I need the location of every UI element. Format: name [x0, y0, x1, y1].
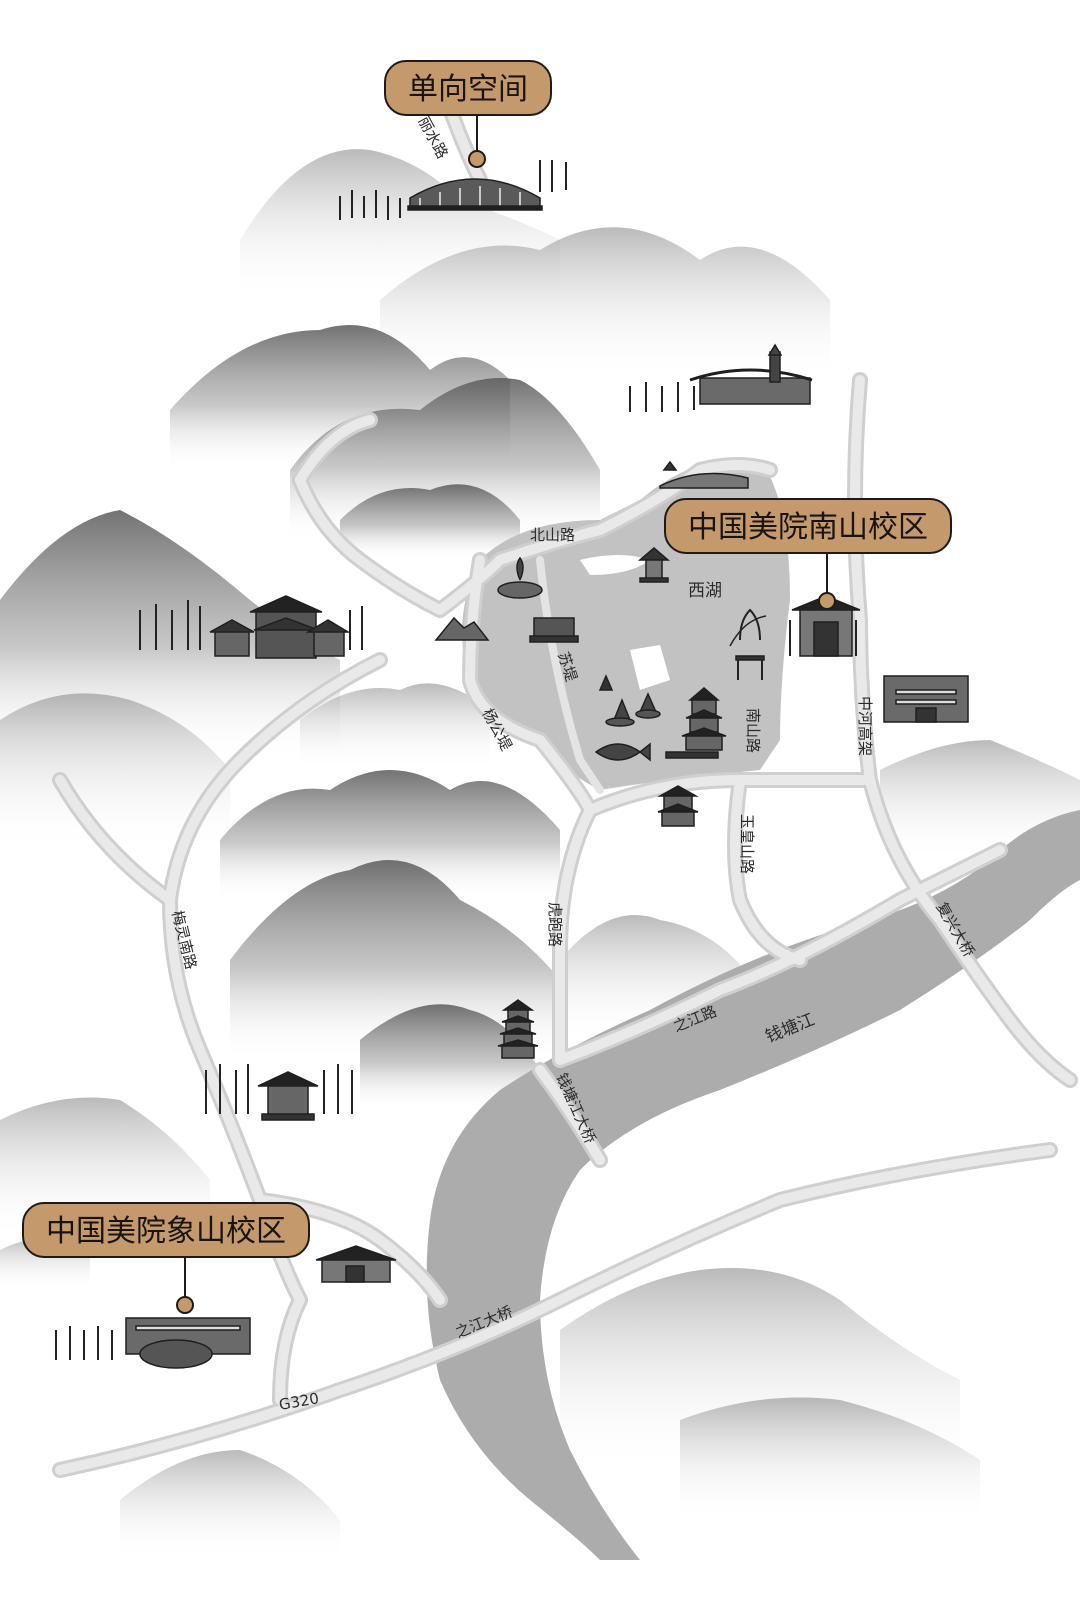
mountain-se-2 — [680, 1397, 980, 1520]
mountain-center-2 — [220, 770, 560, 900]
west-lake-inner-pond — [630, 645, 670, 690]
callout-danxiang-dot[interactable] — [468, 150, 486, 168]
mountain-center-4 — [360, 1004, 540, 1110]
qiantang-river — [426, 810, 1080, 1560]
rock-icon[interactable] — [434, 616, 490, 641]
lotus-icon[interactable] — [497, 556, 543, 599]
landmarks — [55, 160, 969, 1369]
mountain-bottom-left — [120, 1450, 340, 1560]
mountain-west-mid — [0, 693, 230, 850]
label-nanshan-road: 南山路 — [744, 708, 762, 753]
callout-nanshan-stem — [826, 554, 828, 594]
garden-pavilion-icon[interactable] — [205, 1064, 353, 1121]
label-beishan-road: 北山路 — [530, 526, 575, 544]
callout-danxiang-stem — [476, 116, 478, 154]
city-gate-icon[interactable] — [659, 460, 749, 489]
mountain-west-3 — [340, 484, 520, 560]
stele-icon[interactable] — [529, 617, 579, 643]
city-gate-icon[interactable] — [315, 1245, 397, 1283]
fish-icon[interactable] — [594, 742, 651, 762]
callout-nanshan-dot[interactable] — [818, 592, 836, 610]
callout-danxiang-space[interactable]: 单向空间 — [384, 60, 552, 116]
callout-xiangshan-campus[interactable]: 中国美院象山校区 — [22, 1202, 310, 1258]
label-zhonghe: 中河高架 — [856, 696, 874, 756]
tower-icon[interactable] — [657, 785, 699, 827]
callout-xiangshan-dot[interactable] — [176, 1296, 194, 1314]
pavilion-icon[interactable] — [637, 547, 671, 583]
mountain-ridge-upper — [380, 227, 830, 380]
station-icon[interactable] — [629, 343, 813, 412]
three-pools-icon[interactable] — [598, 674, 661, 727]
temple-icon[interactable] — [139, 595, 363, 659]
road-suti[interactable] — [536, 556, 604, 794]
label-hupao: 虎跑路 — [546, 902, 564, 947]
stadium-icon[interactable] — [407, 178, 543, 211]
mountain-center-1 — [300, 683, 490, 770]
liuhe-pagoda-icon[interactable] — [497, 999, 539, 1059]
callout-xiangshan-stem — [184, 1258, 186, 1298]
callout-nanshan-campus[interactable]: 中国美院南山校区 — [664, 498, 952, 554]
mountain-center-3 — [230, 860, 560, 1060]
label-xihu: 西湖 — [688, 581, 722, 601]
roads — [52, 72, 1078, 1478]
west-lake-inner-pond-2 — [580, 555, 650, 575]
tree-icon — [339, 160, 567, 220]
willow-icon[interactable] — [729, 608, 767, 680]
museum-icon[interactable] — [883, 675, 969, 723]
leifeng-pagoda-icon[interactable] — [665, 687, 727, 759]
label-yuhuangshan: 玉皇山路 — [738, 814, 756, 874]
campus-building-icon[interactable] — [55, 1317, 251, 1369]
